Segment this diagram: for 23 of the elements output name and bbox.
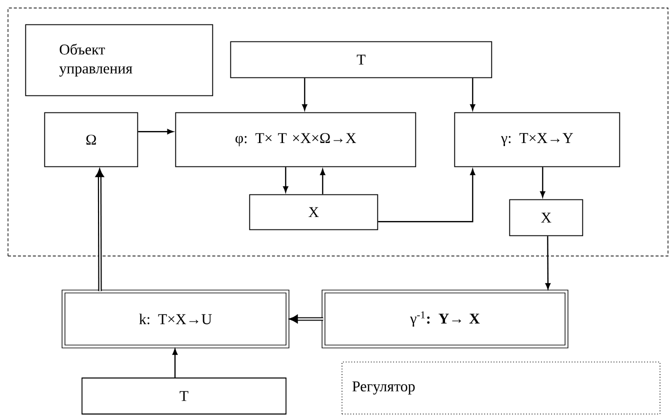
process-box: k: T×X→U <box>62 290 290 348</box>
arrow <box>540 167 546 198</box>
label-box: Регулятор <box>342 362 660 414</box>
arrow <box>470 78 476 110</box>
dashed-region <box>8 8 668 256</box>
process-box: γ: T×X→Y <box>454 112 620 168</box>
arrow <box>138 129 174 134</box>
arrow <box>290 315 324 323</box>
arrow <box>320 168 326 194</box>
arrow <box>545 236 551 290</box>
arrow <box>172 348 178 378</box>
arrow <box>283 167 288 192</box>
process-box: γ$^{-1}$: Y→ X <box>322 290 568 348</box>
arrow <box>96 169 104 292</box>
process-box: T <box>230 41 492 78</box>
process-box: T <box>82 378 286 414</box>
label-box: Объект управления <box>25 24 214 96</box>
process-box: X <box>509 199 584 236</box>
arrow <box>302 78 308 110</box>
process-box: X <box>249 194 378 230</box>
process-box: Ω <box>44 112 138 168</box>
arrow <box>378 168 476 222</box>
process-box: φ: T× T ×X×Ω→X <box>175 112 416 168</box>
